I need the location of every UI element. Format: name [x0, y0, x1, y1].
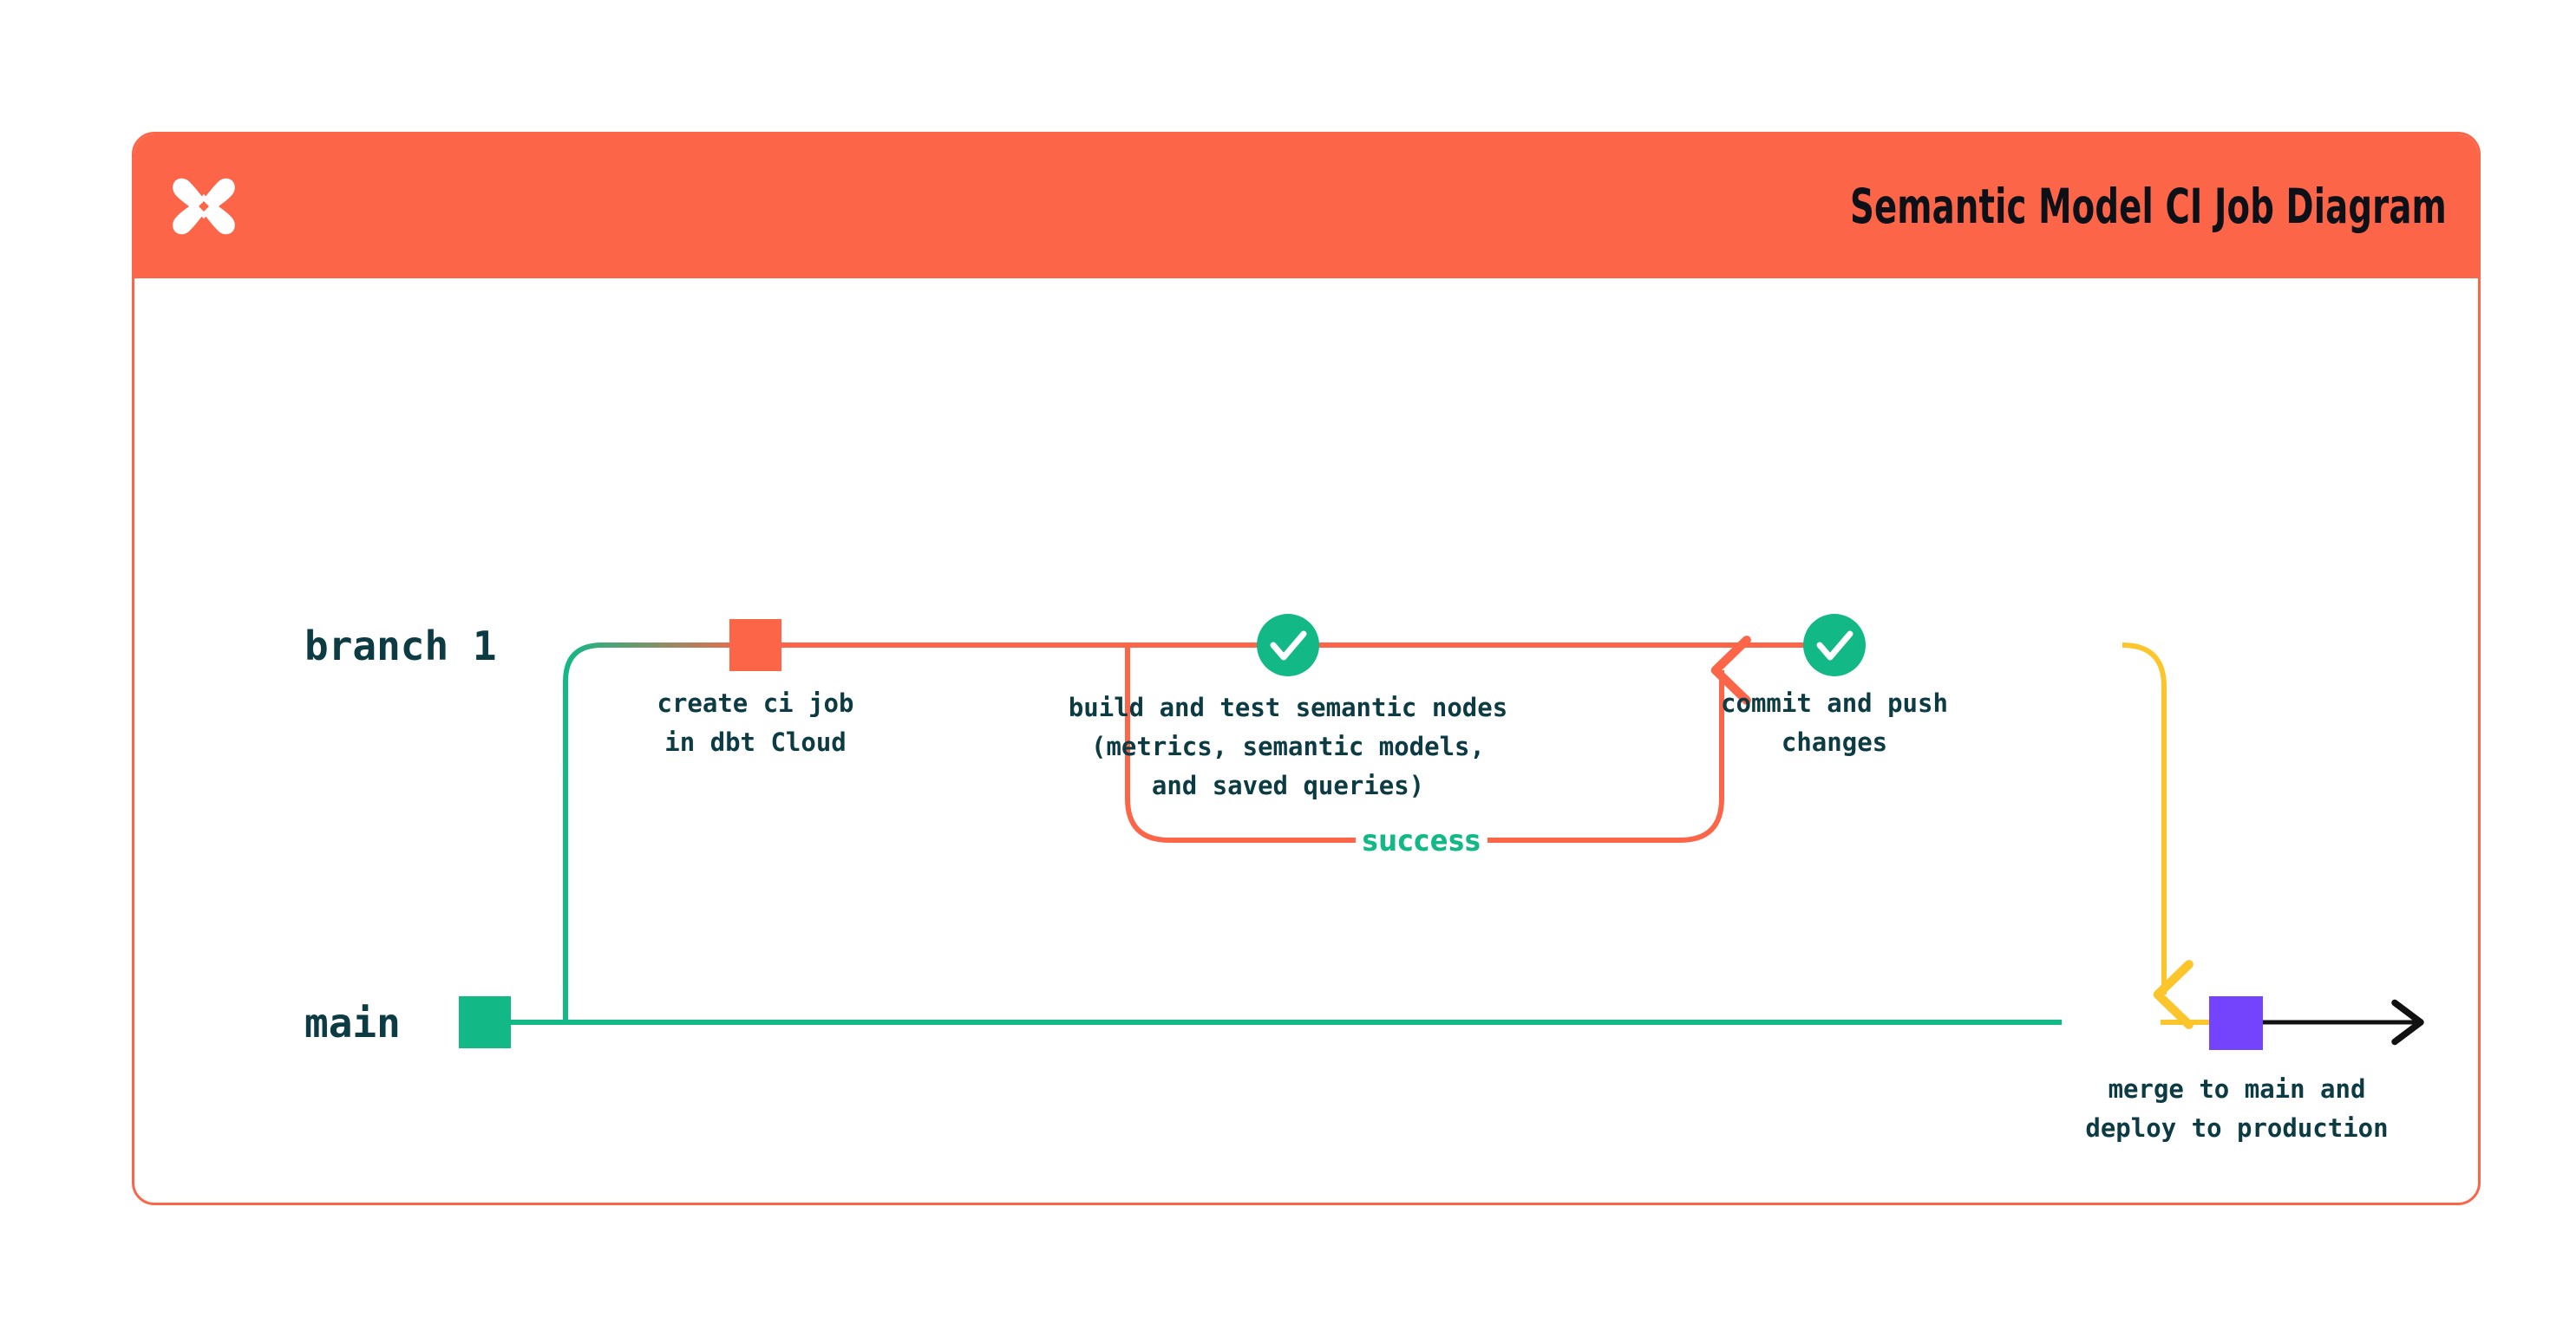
- success-loop: success: [1125, 636, 1751, 858]
- page-title: Semantic Model CI Job Diagram: [1850, 179, 2447, 234]
- merge-down-arrow: [2122, 642, 2194, 1029]
- node-merge-to-main[interactable]: merge to main and deploy to production: [2085, 996, 2389, 1143]
- card-body: success branch 1 main create ci job in d…: [134, 278, 2478, 1203]
- node-main-start[interactable]: [459, 996, 511, 1048]
- diagram-card: Semantic Model CI Job Diagram: [132, 132, 2481, 1205]
- node-create-ci-job-label-line-2: in dbt Cloud: [664, 727, 847, 757]
- node-merge-to-main-label-line-1: merge to main and: [2109, 1074, 2366, 1104]
- node-commit-and-push[interactable]: commit and push changes: [1721, 614, 1948, 757]
- check-icon: [1270, 630, 1307, 661]
- node-merge-to-main-label-line-2: deploy to production: [2085, 1113, 2388, 1143]
- node-commit-and-push-label-line-1: commit and push: [1721, 688, 1948, 718]
- loop-success-label: success: [1363, 824, 1481, 858]
- node-build-and-test-label-line-1: build and test semantic nodes: [1069, 693, 1507, 722]
- lane-label-branch-1: branch 1: [304, 623, 497, 669]
- node-build-and-test-label-line-2: (metrics, semantic models,: [1091, 732, 1485, 761]
- lane-label-main: main: [304, 1000, 401, 1047]
- branch-off-path: [563, 642, 752, 1022]
- node-build-and-test[interactable]: build and test semantic nodes (metrics, …: [1069, 614, 1507, 800]
- dbt-x-logo-icon: [164, 166, 244, 246]
- check-icon: [1816, 630, 1854, 661]
- node-create-ci-job[interactable]: create ci job in dbt Cloud: [657, 619, 854, 757]
- ci-job-diagram: success branch 1 main create ci job in d…: [304, 614, 2424, 1143]
- node-commit-and-push-label-line-2: changes: [1782, 727, 1887, 757]
- node-create-ci-job-label-line-1: create ci job: [657, 688, 854, 718]
- card-header: Semantic Model CI Job Diagram: [134, 134, 2478, 278]
- node-build-and-test-label-line-3: and saved queries): [1152, 771, 1424, 800]
